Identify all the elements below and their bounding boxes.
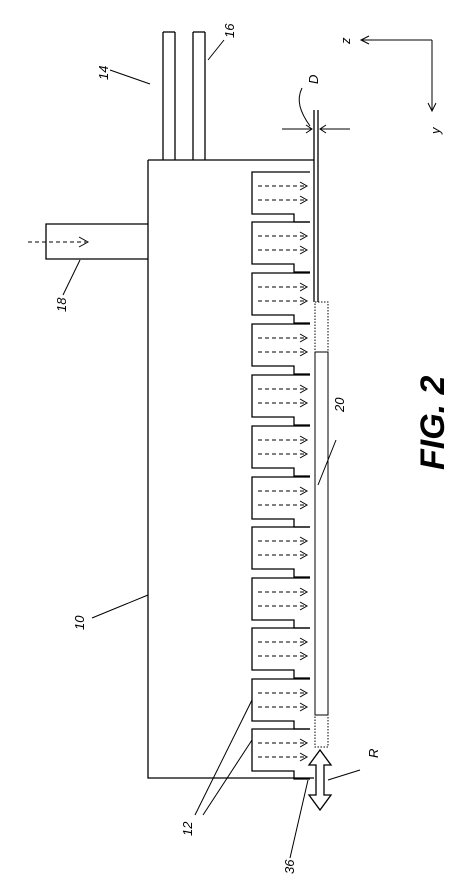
nozzle bbox=[251, 526, 310, 578]
gap-indicator bbox=[282, 87, 350, 134]
pipes bbox=[162, 31, 206, 160]
label-housing: 10 bbox=[72, 615, 87, 630]
nozzle bbox=[251, 374, 310, 426]
axis-indicator bbox=[359, 35, 437, 113]
nozzle bbox=[251, 627, 310, 679]
label-gap: D bbox=[306, 75, 321, 84]
label-axis-z: z bbox=[338, 37, 353, 45]
label-pipe-b: 16 bbox=[222, 23, 237, 38]
motion-arrow bbox=[307, 748, 361, 812]
nozzle-array bbox=[251, 171, 310, 780]
substrate bbox=[313, 110, 329, 748]
nozzle bbox=[251, 425, 310, 477]
leader-lines bbox=[62, 39, 337, 859]
nozzle bbox=[251, 221, 310, 273]
nozzle bbox=[251, 323, 310, 375]
nozzle bbox=[251, 272, 310, 324]
label-substrate: 20 bbox=[332, 397, 347, 413]
nozzle bbox=[251, 678, 310, 730]
figure-title: FIG. 2 bbox=[414, 375, 452, 470]
label-nozzles: 12 bbox=[180, 821, 195, 836]
nozzle bbox=[251, 171, 310, 223]
nozzle bbox=[251, 476, 310, 528]
housing bbox=[147, 159, 314, 779]
label-motion: R bbox=[366, 749, 381, 758]
inlet bbox=[28, 223, 148, 260]
label-axis-y: y bbox=[428, 126, 443, 135]
label-pipe-a: 14 bbox=[96, 66, 111, 80]
nozzle bbox=[251, 577, 310, 629]
label-edge: 36 bbox=[282, 859, 297, 874]
nozzle bbox=[251, 728, 310, 780]
label-inlet: 18 bbox=[54, 297, 69, 312]
